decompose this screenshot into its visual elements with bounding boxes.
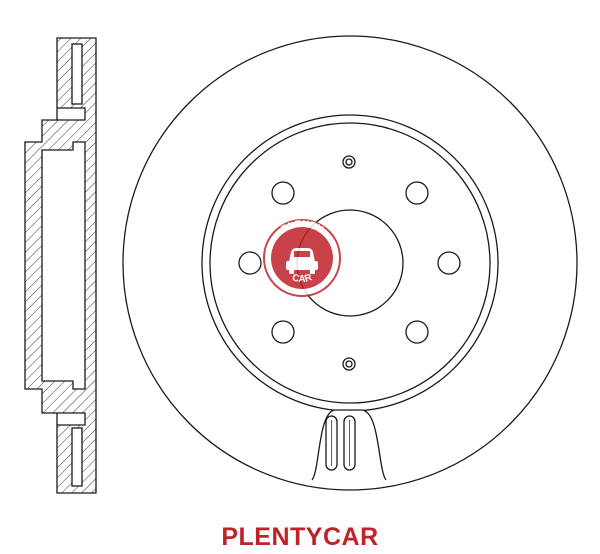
logo-bottom-text: CAR xyxy=(291,272,315,285)
vent-cutaway xyxy=(311,409,387,481)
logo-top-text: PLENTY xyxy=(279,219,324,236)
bolt-hole xyxy=(405,181,429,205)
vent-slot-top xyxy=(71,43,83,105)
svg-text:CAR: CAR xyxy=(291,272,315,285)
bolt-hole xyxy=(271,320,295,344)
locating-hole-inner xyxy=(345,158,353,166)
hub-recess xyxy=(41,141,86,390)
car-icon xyxy=(286,248,318,274)
vent-slot-bottom xyxy=(71,427,83,487)
disc-outer-edge xyxy=(122,35,578,491)
bolt-hole xyxy=(437,251,461,275)
bolt-hole xyxy=(271,181,295,205)
plentycar-logo-watermark: PLENTY CAR xyxy=(263,219,341,297)
brand-caption: PLENTYCAR xyxy=(221,523,379,551)
svg-text:PLENTY: PLENTY xyxy=(279,219,324,236)
hat-inner-ring xyxy=(209,122,491,404)
bolt-hole xyxy=(405,320,429,344)
bolt-hole xyxy=(238,251,262,275)
side-section-view xyxy=(24,37,97,494)
locating-hole-inner xyxy=(345,360,353,368)
front-view xyxy=(122,35,578,491)
bolt-holes xyxy=(238,181,461,344)
locating-holes xyxy=(342,155,356,371)
